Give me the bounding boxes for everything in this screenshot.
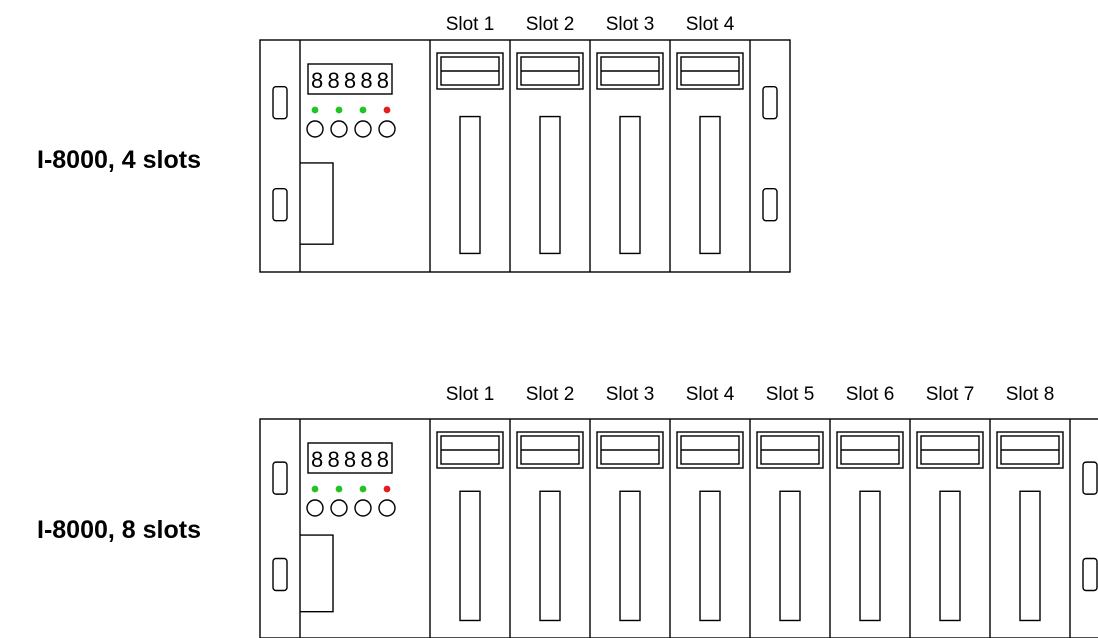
seven-segment-display: [307, 442, 393, 474]
slot-connector: [459, 490, 481, 622]
io-slot-2: Slot 2: [516, 14, 584, 255]
right-mount-hole: [1082, 461, 1098, 495]
right-mount-hole: [762, 188, 778, 222]
status-led-red: [383, 485, 391, 493]
slot-window: [596, 52, 664, 90]
right-mount-hole: [762, 85, 778, 120]
slot-window: [676, 52, 744, 90]
cpu-round-button: [378, 120, 396, 138]
slot-label: Slot 3: [606, 14, 655, 35]
slot-label: Slot 4: [686, 384, 735, 405]
left-mount-hole: [272, 557, 288, 592]
slot-window: [676, 431, 744, 469]
cpu-connector-block: [300, 162, 334, 245]
slot-window: [436, 52, 504, 90]
status-led-green: [359, 106, 367, 114]
slot-connector: [699, 490, 721, 622]
slot-label: Slot 4: [686, 14, 735, 35]
slot-label: Slot 2: [526, 14, 575, 35]
rack-label-1: I-8000, 4 slots: [37, 146, 201, 174]
io-slot-6: Slot 6: [836, 384, 904, 622]
rack-label-2: I-8000, 8 slots: [37, 516, 201, 544]
slot-window: [436, 431, 504, 469]
slot-window: [836, 431, 904, 469]
left-mount-hole: [272, 188, 288, 222]
status-led-green: [311, 106, 319, 114]
slot-connector: [619, 490, 641, 622]
slot-connector: [779, 490, 801, 622]
seven-segment-readout: 88888: [311, 68, 389, 93]
slot-connector: [539, 115, 561, 255]
io-slot-8: Slot 8: [996, 384, 1064, 622]
rack-2: I-8000, 8 slots 88888 Slot 1 Slot 2 Slot 3 Sl…: [37, 384, 1098, 638]
status-led-green: [359, 485, 367, 493]
slot-window: [516, 52, 584, 90]
slot-connector: [459, 115, 481, 255]
cpu-round-button: [330, 120, 348, 138]
io-slot-3: Slot 3: [596, 14, 664, 255]
slot-window: [516, 431, 584, 469]
io-slot-1: Slot 1: [436, 14, 504, 255]
cpu-round-button: [354, 499, 372, 517]
slot-connector: [939, 490, 961, 622]
status-led-green: [335, 106, 343, 114]
seven-segment-display: [307, 63, 393, 95]
slot-connector: [699, 115, 721, 255]
slot-window: [916, 431, 984, 469]
slot-connector: [859, 490, 881, 622]
io-slot-5: Slot 5: [756, 384, 824, 622]
cpu-round-button: [306, 499, 324, 517]
slot-label: Slot 3: [606, 384, 655, 405]
slot-window: [996, 431, 1064, 469]
io-slot-2: Slot 2: [516, 384, 584, 622]
slot-label: Slot 1: [446, 384, 495, 405]
io-slot-7: Slot 7: [916, 384, 984, 622]
cpu-round-button: [378, 499, 396, 517]
status-led-red: [383, 106, 391, 114]
slot-label: Slot 6: [846, 384, 895, 405]
right-mount-hole: [1082, 557, 1098, 592]
status-led-green: [311, 485, 319, 493]
slot-label: Slot 5: [766, 384, 815, 405]
left-mount-hole: [272, 461, 288, 495]
io-slot-4: Slot 4: [676, 384, 744, 622]
slot-window: [756, 431, 824, 469]
slot-connector: [619, 115, 641, 255]
slot-connector: [1019, 490, 1041, 622]
cpu-round-button: [306, 120, 324, 138]
io-slot-1: Slot 1: [436, 384, 504, 622]
slot-label: Slot 8: [1006, 384, 1055, 405]
cpu-round-button: [354, 120, 372, 138]
rack-frame: [259, 39, 791, 273]
rack-frame: [259, 418, 1098, 638]
rack-1: I-8000, 4 slots 88888 Slot 1 Slot 2 Slot 3 Sl…: [37, 14, 791, 273]
io-slot-3: Slot 3: [596, 384, 664, 622]
cpu-connector-block: [300, 534, 334, 613]
slot-label: Slot 1: [446, 14, 495, 35]
slot-label: Slot 7: [926, 384, 975, 405]
seven-segment-readout: 88888: [311, 447, 389, 472]
io-slot-4: Slot 4: [676, 14, 744, 255]
cpu-round-button: [330, 499, 348, 517]
slot-window: [596, 431, 664, 469]
left-mount-hole: [272, 85, 288, 120]
slot-label: Slot 2: [526, 384, 575, 405]
status-led-green: [335, 485, 343, 493]
slot-connector: [539, 490, 561, 622]
